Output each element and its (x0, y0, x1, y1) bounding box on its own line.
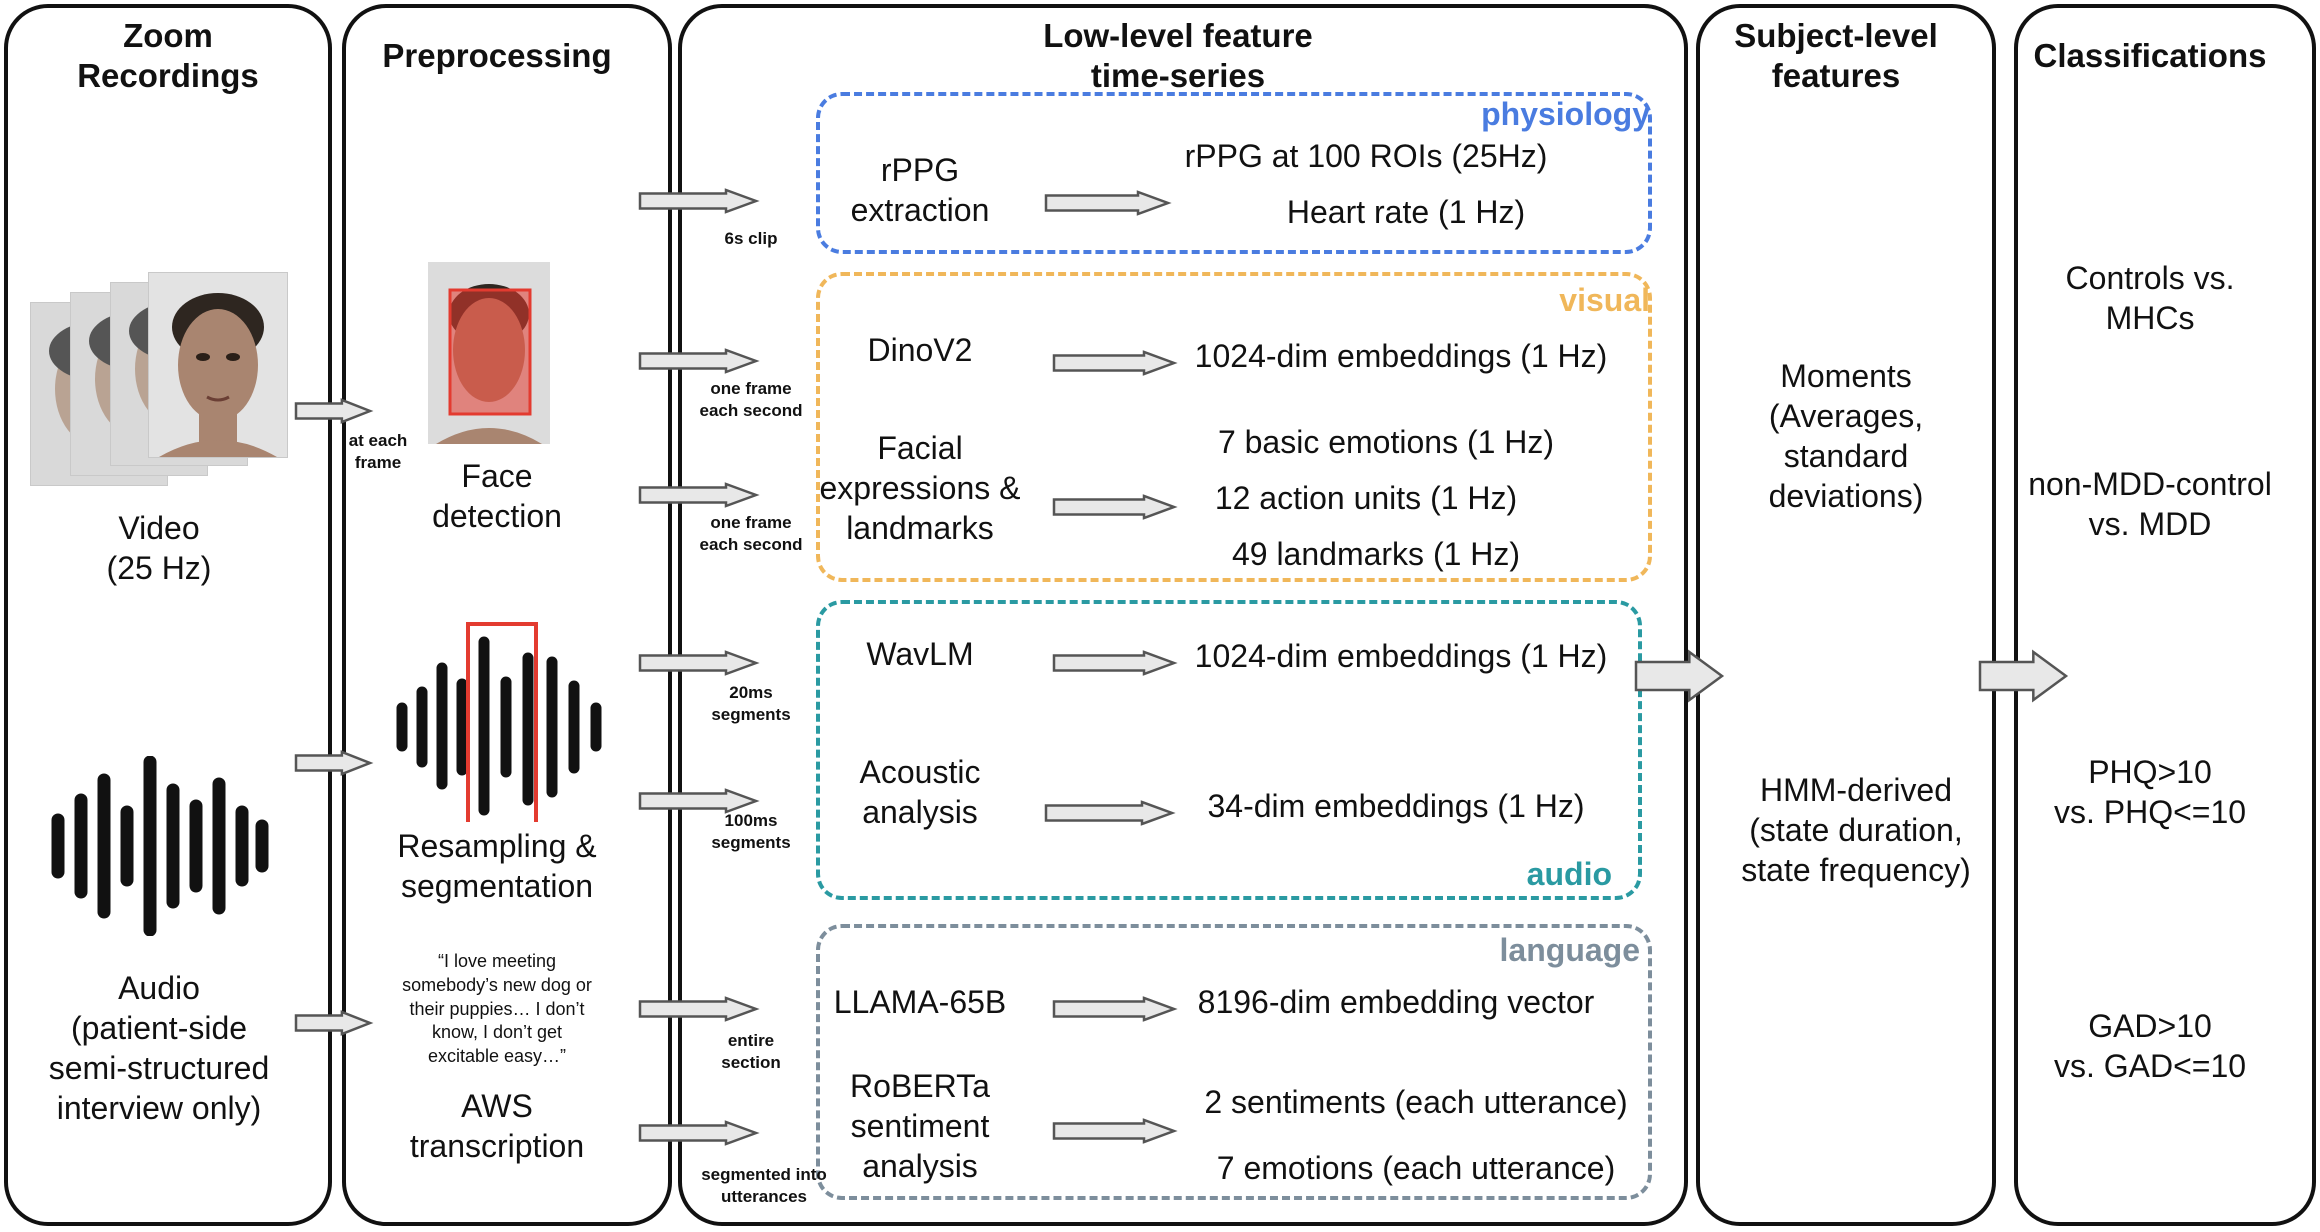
one-frame-label-1: one frame each second (699, 379, 803, 421)
landmarks-output: 49 landmarks (1 Hz) (1231, 536, 1521, 572)
preprocessing-to-features-arrow (638, 1120, 760, 1146)
language-box (816, 924, 1652, 1200)
resampling-label: Resampling & segmentation (397, 828, 597, 904)
preprocessing-to-features-arrow (638, 788, 760, 814)
language-label: language (1499, 932, 1640, 968)
physiology-label: physiology (1481, 96, 1650, 132)
preprocessing-to-features-arrow (638, 482, 760, 508)
audio-box (816, 600, 1642, 900)
classifications-title: Classifications (2033, 37, 2267, 74)
transcript-quote: “I love meeting somebody’s new dog or th… (402, 951, 592, 1066)
roberta-method: RoBERTa sentiment analysis (850, 1068, 990, 1184)
zoom-recordings-panel (4, 4, 332, 1226)
face-frame-4 (148, 272, 288, 458)
acoustic-output: 34-dim embeddings (1 Hz) (1207, 788, 1585, 824)
method-to-output-arrow (1052, 350, 1178, 376)
rppg-roi-output: rPPG at 100 ROIs (25Hz) (1184, 138, 1548, 174)
visual-box (816, 272, 1652, 582)
face-detection-label: Face detection (432, 458, 562, 534)
action-units-output: 12 action units (1 Hz) (1214, 480, 1518, 516)
rppg-extraction: rPPG extraction (850, 152, 990, 228)
method-to-output-arrow (1052, 494, 1178, 520)
emotions-output: 7 emotions (each utterance) (1216, 1150, 1616, 1186)
dinov2-output: 1024-dim embeddings (1 Hz) (1194, 338, 1608, 374)
dinov2-method: DinoV2 (867, 332, 973, 368)
entire-section-label: entire section (721, 1031, 781, 1073)
acoustic-method: Acoustic analysis (859, 754, 981, 830)
classification-item: non-MDD-control vs. MDD (2028, 466, 2272, 542)
soundwave-icon (51, 756, 269, 936)
video-label: Video (25 Hz) (106, 510, 212, 586)
classification-item: GAD>10 vs. GAD<=10 (2053, 1008, 2247, 1084)
wavlm-method: WavLM (866, 636, 974, 672)
method-to-output-arrow (1052, 996, 1178, 1022)
physiology-box (816, 92, 1652, 254)
classifications-panel (2014, 4, 2316, 1226)
clip-6s-label: 6s clip (724, 229, 778, 248)
segments-100ms-label: 100ms segments (711, 811, 791, 853)
audio-label-tag: audio (1526, 856, 1612, 892)
segmented-utterances-label: segmented into utterances (701, 1165, 827, 1207)
sentiments-output: 2 sentiments (each utterance) (1204, 1084, 1628, 1120)
subject-title: Subject-level features (1734, 17, 1938, 95)
preprocessing-to-features-arrow (638, 996, 760, 1022)
classification-item: PHQ>10 vs. PHQ<=10 (2053, 754, 2247, 830)
low-level-features-panel (678, 4, 1688, 1226)
classification-item: Controls vs. MHCs (2065, 260, 2235, 336)
moments-features: Moments (Averages, standard deviations) (1768, 358, 1924, 514)
segments-20ms-label: 20ms segments (711, 683, 791, 725)
zoom-title: Zoom Recordings (77, 17, 259, 95)
basic-emotions-output: 7 basic emotions (1 Hz) (1217, 424, 1555, 460)
method-to-output-arrow (1044, 190, 1172, 216)
preprocessing-panel (342, 4, 672, 1226)
preprocessing-title: Preprocessing (382, 37, 612, 74)
visual-label: visual (1559, 282, 1650, 318)
zoom-to-preprocessing-arrow (294, 398, 374, 424)
heart-rate-output: Heart rate (1 Hz) (1286, 194, 1526, 230)
method-to-output-arrow (1052, 1118, 1178, 1144)
wavlm-output: 1024-dim embeddings (1 Hz) (1194, 638, 1608, 674)
aws-transcription-label: AWS transcription (409, 1088, 585, 1164)
preprocessing-to-features-arrow (638, 348, 760, 374)
zoom-to-preprocessing-arrow (294, 1010, 374, 1036)
zoom-to-preprocessing-arrow (294, 750, 374, 776)
soundwave-segment-icon (396, 622, 602, 822)
hmm-features: HMM-derived (state duration, state frequ… (1741, 772, 1971, 888)
subject-to-classification-arrow (1978, 649, 2069, 703)
preprocessing-to-features-arrow (638, 188, 760, 214)
one-frame-label-2: one frame each second (699, 513, 803, 555)
llama-method: LLAMA-65B (833, 984, 1007, 1020)
audio-label: Audio (patient-side semi-structured inte… (48, 970, 270, 1126)
method-to-output-arrow (1044, 800, 1176, 826)
at-each-frame-label: at each frame (348, 431, 408, 473)
facial-expressions-method: Facial expressions & landmarks (819, 430, 1021, 546)
method-to-output-arrow (1052, 650, 1178, 676)
lowlevel-title: Low-level feature time-series (1043, 17, 1313, 95)
subject-level-panel (1696, 4, 1996, 1226)
features-to-subject-arrow (1634, 649, 1725, 703)
face-detection-icon (428, 262, 550, 444)
preprocessing-to-features-arrow (638, 650, 760, 676)
face-image-stack (30, 272, 290, 486)
llama-output: 8196-dim embedding vector (1197, 984, 1595, 1020)
